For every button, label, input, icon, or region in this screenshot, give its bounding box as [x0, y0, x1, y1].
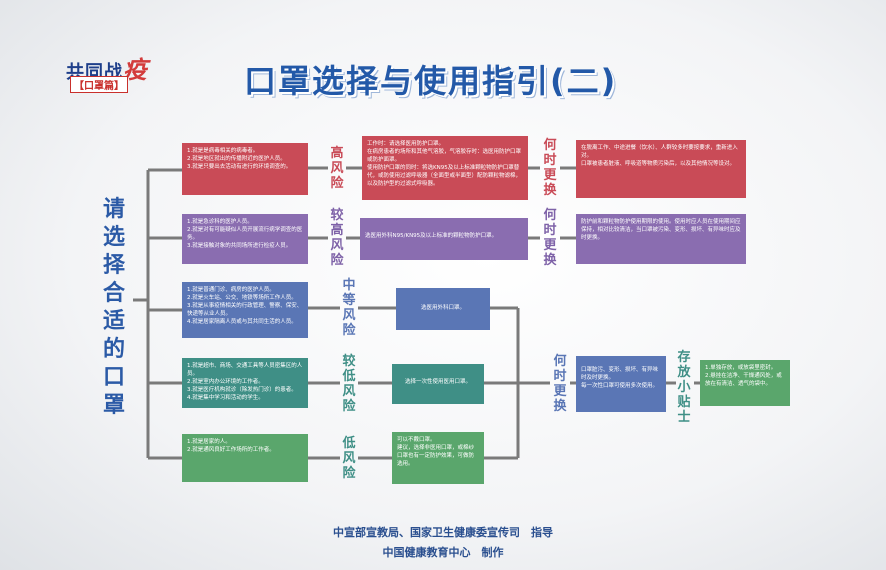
row2-when-label: 何时更换: [543, 208, 557, 268]
row3-mask-box: 选医用外科口罩。: [396, 288, 490, 330]
row4-risk-label: 较低风险: [342, 354, 356, 414]
row3-risk-label: 中等风险: [342, 278, 356, 338]
row1-risk-label: 高风险: [330, 146, 344, 191]
page-title: 口罩选择与使用指引(二): [244, 62, 618, 100]
row1-mask-box: 工作时：请选择医用防护口罩。在病房患者的场所和其他气溶胶，气溶胶存时：选医用防护…: [362, 136, 528, 200]
row4-people-box: 1.就是超市、商场、交通工具等人员密集区的人员。2.就是室内办公环境的工作者。3…: [182, 358, 308, 408]
row3-people-box: 1.就是普通门诊、病房的医护人员。2.就是火车站、公交、地铁等场所工作人员。3.…: [182, 282, 308, 338]
footer-producer: 中国健康教育中心 制作: [382, 546, 504, 559]
footer-guidance: 中宣部宣教局、国家卫生健康委宣传司 指导: [333, 526, 553, 539]
row5-people-box: 1.就是居家的人。2.就是通风良好工作场所的工作者。: [182, 434, 308, 482]
row2-risk-label: 较高风险: [330, 208, 344, 268]
row1-when-label: 何时更换: [543, 138, 557, 198]
storage-tips-box: 1.单独存放，或放袋里密封。2.悬挂在洁净、干燥通风处，或放在有清洁、透气的袋中…: [700, 360, 790, 406]
shared-when-label: 何时更换: [553, 354, 567, 414]
row2-people-box: 1.就是急诊科的医护人员。2.就是对有可能疑似人员开展流行病学调查的医务。3.就…: [182, 214, 308, 264]
row4-mask-box: 选择一次性使用医用口罩。: [392, 364, 484, 404]
row5-mask-box: 可以不戴口罩。建议，选择非医用口罩，或棉纱口罩也有一定防护效果，可做防选用。: [392, 432, 484, 484]
row1-people-box: 1.就是是病毒相关的病毒者。2.就是地区就出的传播附近的医护人员。3.就是只要出…: [182, 143, 308, 195]
row2-mask-box: 选医用外科N95/KN95及以上标准的颗粒物防护口罩。: [360, 218, 528, 260]
row2-change-box: 防护前和颗粒物防护使用期限的使用。使用时应人员在使用期间应保持，相对比较清洁，当…: [576, 214, 746, 264]
row1-change-box: 在脱离工作、中途进餐（饮水）、人群较多时要按要求，重新进入对。口罩被患者脏液、呼…: [576, 140, 746, 198]
row5-risk-label: 低风险: [342, 436, 356, 481]
storage-tips-label: 存放小贴士: [677, 350, 691, 425]
side-label: 请选择合适的口罩: [102, 197, 125, 418]
logo-subtitle: 【口罩篇】: [70, 76, 128, 93]
shared-change-box: 口罩脏污、变形、损坏、有异味时及时更换。每一次性口罩可使用多次使用。: [576, 356, 666, 412]
